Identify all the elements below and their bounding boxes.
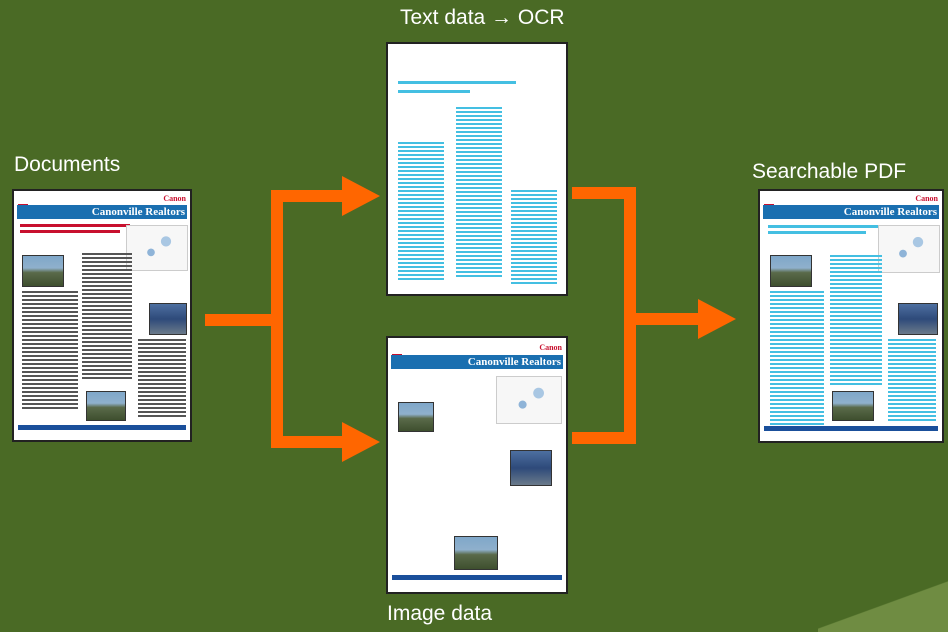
doc-title: Canonville Realtors (17, 205, 187, 219)
arrow-split-top (271, 190, 346, 202)
estate-photo (86, 391, 126, 421)
arrow-merge-bottom (572, 432, 636, 444)
map-image (878, 225, 940, 273)
map-image (126, 225, 188, 271)
brand-label: Canon (163, 194, 186, 203)
arrow-output-head (698, 299, 736, 339)
brand-label: Canon (915, 194, 938, 203)
estate-photo (454, 536, 498, 570)
doc-title: Canonville Realtors (763, 205, 939, 219)
image-data-label: Image data (387, 602, 493, 625)
image-data-document: Canon Canonville Realtors (386, 336, 568, 594)
house-photo (22, 255, 64, 287)
searchable-pdf-document: Canon Canonville Realtors (758, 189, 944, 443)
map-image (496, 376, 562, 424)
brand-label: Canon (539, 343, 562, 352)
documents-label: Documents (14, 153, 121, 176)
arrow-split-top-head (342, 176, 380, 216)
text-data-label: Text data → OCR (400, 6, 565, 29)
estate-photo (832, 391, 874, 421)
arrow-input-stem (205, 314, 277, 326)
arrow-split-vertical (271, 190, 283, 448)
house-photo (770, 255, 812, 287)
text-data-document (386, 42, 568, 296)
building-photo (149, 303, 187, 335)
house-photo (398, 402, 434, 432)
building-photo (510, 450, 552, 486)
arrow-split-bottom (271, 436, 346, 448)
doc-title: Canonville Realtors (391, 355, 563, 369)
building-photo (898, 303, 938, 335)
arrow-output-stem (624, 313, 702, 325)
arrow-split-bottom-head (342, 422, 380, 462)
searchable-pdf-label: Searchable PDF (752, 160, 907, 183)
arrow-merge-top (572, 187, 636, 199)
document-original: Canon Canonville Realtors (12, 189, 192, 442)
decorative-corner (818, 577, 948, 632)
